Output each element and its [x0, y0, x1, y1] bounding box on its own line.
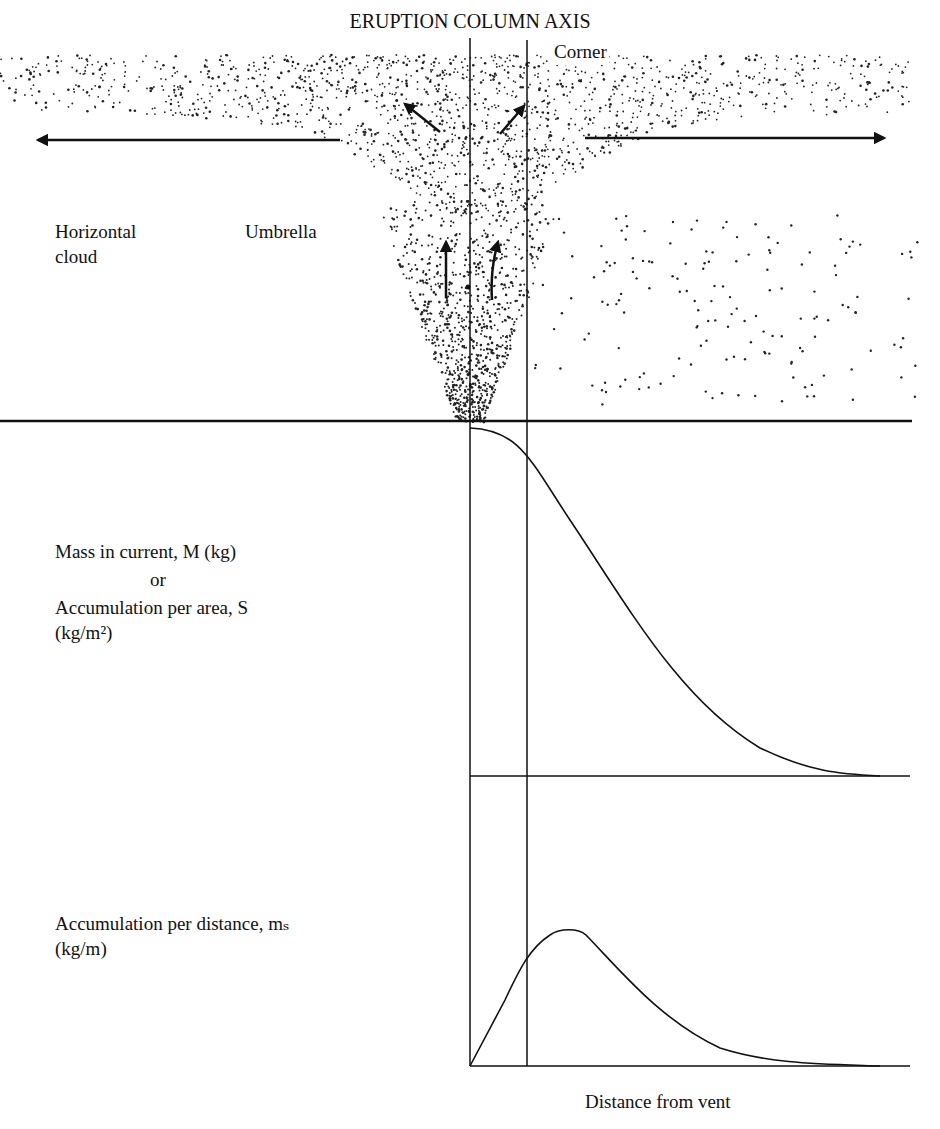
graph-baseline: [470, 775, 910, 777]
accumulation-curve: [470, 930, 880, 1066]
corner-line: [526, 40, 528, 1066]
corner-label: Corner: [552, 40, 609, 65]
mass-curve: [470, 428, 880, 776]
flow-arrow: [445, 242, 448, 298]
ground-line: [0, 420, 912, 423]
flow-arrow: [405, 104, 440, 132]
axis-label: Mass in current, M (kg): [55, 540, 236, 565]
axis-label: Distance from vent: [585, 1090, 731, 1115]
umbrella-label: Umbrella: [243, 220, 319, 245]
axis-label: or: [150, 568, 166, 593]
flow-arrow: [492, 242, 498, 300]
axis-title: ERUPTION COLUMN AXIS: [349, 8, 590, 34]
stipple: [0, 54, 919, 424]
flow-arrow: [585, 137, 884, 140]
axis-dot: [466, 285, 471, 290]
axis-label: Accumulation per area, S (kg/m²): [55, 596, 305, 645]
flow-arrow: [500, 106, 524, 134]
cloud-label: Horizontal cloud: [55, 220, 165, 269]
axis-label: Accumulation per distance, mₛ (kg/m): [55, 912, 315, 961]
column-axis: [469, 38, 471, 1066]
flow-arrow: [38, 139, 340, 142]
